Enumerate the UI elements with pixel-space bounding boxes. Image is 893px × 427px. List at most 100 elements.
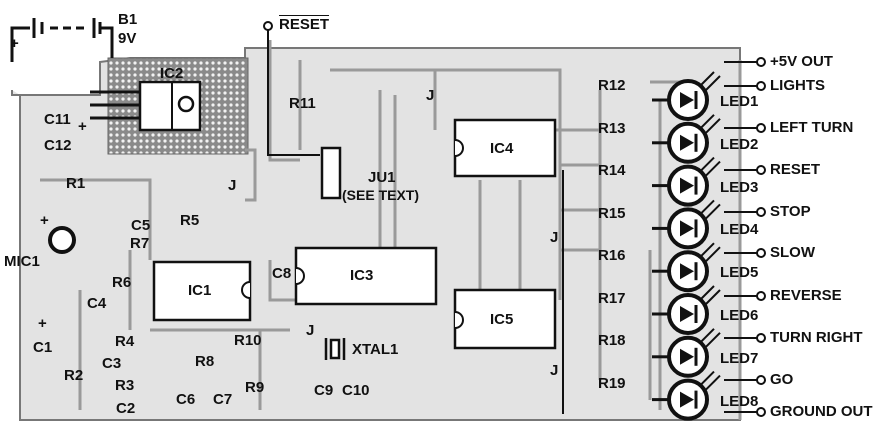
xtal1-symbol bbox=[324, 338, 346, 360]
output-label: SLOW bbox=[770, 244, 815, 261]
output-terminal bbox=[756, 375, 766, 385]
c11-plus: + bbox=[78, 118, 87, 135]
led-label: LED3 bbox=[720, 178, 759, 196]
led-label: LED5 bbox=[720, 264, 759, 282]
c4-label: C4 bbox=[87, 295, 107, 312]
battery-plus: + bbox=[10, 35, 19, 52]
output-label: RESET bbox=[770, 161, 821, 178]
led-symbol bbox=[652, 199, 721, 250]
led-resistor-label: R19 bbox=[598, 374, 626, 392]
led-symbol bbox=[652, 242, 721, 293]
jumper-j-5: J bbox=[550, 362, 559, 379]
c2-label: C2 bbox=[116, 400, 136, 417]
led-resistor-label: R15 bbox=[598, 204, 626, 222]
r7-label: R7 bbox=[130, 235, 150, 252]
battery-voltage: 9V bbox=[118, 30, 137, 47]
output-label: LEFT TURN bbox=[770, 119, 854, 136]
led-symbol bbox=[652, 285, 721, 335]
led-label: LED4 bbox=[720, 221, 759, 239]
c7-label: C7 bbox=[213, 391, 233, 408]
r10-label: R10 bbox=[234, 332, 262, 349]
jumper-j-4: J bbox=[550, 229, 559, 246]
jumper-j-3: J bbox=[306, 322, 315, 339]
mic1-capsule bbox=[48, 226, 76, 254]
output-terminal bbox=[756, 165, 766, 175]
output-terminal bbox=[756, 57, 766, 67]
output-label: TURN RIGHT bbox=[770, 329, 863, 346]
c1-label: C1 bbox=[33, 339, 53, 356]
r4-label: R4 bbox=[115, 333, 135, 350]
output-terminals bbox=[724, 57, 766, 417]
output-label: LIGHTS bbox=[770, 77, 825, 94]
c11-label: C11 bbox=[44, 111, 71, 128]
led-symbol bbox=[652, 328, 721, 378]
output-terminal bbox=[756, 407, 766, 417]
ic3-label: IC3 bbox=[350, 267, 374, 284]
output-label: REVERSE bbox=[770, 287, 842, 304]
output-terminal bbox=[756, 248, 766, 258]
battery-b1 bbox=[10, 18, 114, 62]
mic1-label: MIC1 bbox=[4, 253, 40, 270]
reset-wire bbox=[267, 30, 320, 156]
output-terminal bbox=[756, 333, 766, 343]
output-terminal bbox=[756, 81, 766, 91]
c12-label: C12 bbox=[44, 137, 72, 154]
output-terminal bbox=[756, 123, 766, 133]
c9-label: C9 bbox=[314, 382, 334, 399]
pcb-traces bbox=[40, 40, 742, 420]
c3-label: C3 bbox=[102, 355, 122, 372]
ju1-note: (SEE TEXT) bbox=[342, 187, 420, 203]
r11-label: R11 bbox=[289, 95, 316, 112]
led-resistor-label: R17 bbox=[598, 289, 626, 307]
led-symbol bbox=[652, 156, 721, 207]
led-resistor-label: R13 bbox=[598, 119, 626, 137]
c6-label: C6 bbox=[176, 391, 196, 408]
c10-label: C10 bbox=[342, 382, 370, 399]
ic5-label: IC5 bbox=[490, 311, 514, 328]
r3-label: R3 bbox=[115, 377, 135, 394]
led-symbol bbox=[652, 370, 721, 421]
output-terminal bbox=[756, 291, 766, 301]
xtal1-label: XTAL1 bbox=[352, 341, 399, 358]
r8-label: R8 bbox=[195, 353, 215, 370]
ju1-jumper-body bbox=[320, 146, 342, 200]
led-label: LED7 bbox=[720, 349, 759, 367]
ic2-regulator bbox=[90, 80, 202, 132]
battery-name: B1 bbox=[118, 11, 138, 28]
r6-label: R6 bbox=[112, 274, 132, 291]
led-symbol bbox=[652, 71, 721, 121]
r5-label: R5 bbox=[180, 212, 200, 229]
led-label: LED1 bbox=[720, 93, 759, 110]
ic2-label: IC2 bbox=[160, 65, 184, 82]
led-resistor-label: R18 bbox=[598, 332, 626, 349]
led-resistor-label: R12 bbox=[598, 77, 626, 94]
led-resistor-label: R16 bbox=[598, 247, 626, 264]
ic-notches bbox=[241, 139, 464, 329]
led-label: LED6 bbox=[720, 307, 759, 324]
reset-input-label: RESET bbox=[279, 16, 330, 33]
led-symbol bbox=[652, 114, 721, 164]
output-label: STOP bbox=[770, 203, 811, 220]
ic4-label: IC4 bbox=[490, 140, 514, 157]
led-resistor-label: R14 bbox=[598, 162, 626, 179]
r9-label: R9 bbox=[245, 379, 265, 396]
led-label: LED8 bbox=[720, 392, 759, 410]
ic-packages bbox=[152, 118, 557, 350]
output-label: GROUND OUT bbox=[770, 403, 873, 420]
c5-label: C5 bbox=[131, 217, 151, 234]
jumper-j-2: J bbox=[228, 177, 237, 194]
output-terminal bbox=[756, 207, 766, 217]
ju1-label: JU1 bbox=[368, 169, 396, 186]
ic1-label: IC1 bbox=[188, 282, 212, 299]
output-label: +5V OUT bbox=[770, 53, 833, 70]
led-column bbox=[652, 71, 721, 421]
mic1-plus: + bbox=[40, 212, 49, 229]
led-label: LED2 bbox=[720, 135, 759, 153]
c1-plus: + bbox=[38, 315, 47, 332]
r2-label: R2 bbox=[64, 367, 84, 384]
output-label: GO bbox=[770, 371, 794, 388]
jumper-j-1: J bbox=[426, 87, 435, 104]
c8-label: C8 bbox=[272, 265, 292, 282]
r1-label: R1 bbox=[66, 175, 86, 192]
